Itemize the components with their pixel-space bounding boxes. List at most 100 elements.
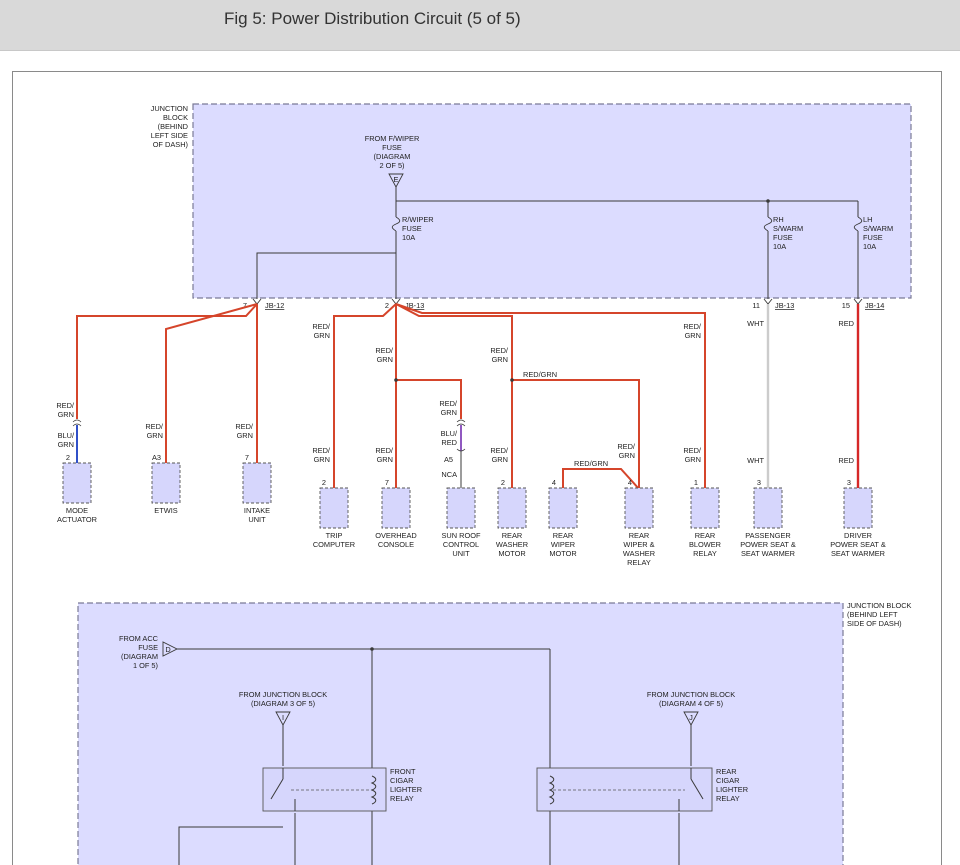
mode-actuator-label: MODE — [66, 506, 88, 515]
wire-label-trip-upper: RED/GRN — [312, 322, 331, 340]
passenger-power-seat-seat-warmer-box — [753, 487, 783, 529]
wire-label-mode-lower: BLU/GRN — [58, 431, 75, 449]
sun-roof-control-unit-label: UNIT — [452, 549, 470, 558]
sun-roof-control-unit-label: SUN ROOF — [441, 531, 480, 540]
label-line: 2 OF 5) — [379, 161, 404, 170]
label-line: REAR — [716, 767, 737, 776]
label-line: RED/ — [312, 322, 331, 331]
wire-label-sunroof-pin: A5 — [444, 455, 453, 464]
label-line: CIGAR — [716, 776, 739, 785]
trip-computer-label: COMPUTER — [313, 540, 355, 549]
terminal-marks — [252, 298, 863, 305]
label-line: (BEHIND — [158, 122, 188, 131]
label-line: RED/ — [683, 446, 702, 455]
lh-s-warm-fuse — [853, 216, 863, 232]
wire-label-blower-upper: RED/GRN — [683, 322, 702, 340]
page-title: Fig 5: Power Distribution Circuit (5 of … — [224, 9, 521, 28]
terminal-pin: 11 — [752, 301, 760, 310]
rear-blower-relay-label: BLOWER — [689, 540, 721, 549]
label-line: RED/ — [145, 422, 164, 431]
connector-e-icon — [388, 173, 404, 188]
wire-label-pass-lower: WHT — [747, 456, 764, 465]
terminal-ref: JB-13 — [775, 301, 794, 310]
wire-label-sunroof-mid: BLU/RED — [441, 429, 458, 447]
terminal-pin: 15 — [842, 301, 850, 310]
passenger-power-seat-seat-warmer-label: PASSENGER — [745, 531, 790, 540]
feed-j-label: FROM JUNCTION BLOCK(DIAGRAM 4 OF 5) — [647, 690, 735, 708]
driver-power-seat-seat-warmer-label: SEAT WARMER — [831, 549, 885, 558]
connector-i-letter: I — [282, 713, 284, 722]
splice-dot — [766, 199, 770, 203]
terminal-ref: JB-12 — [265, 301, 284, 310]
wire-label-sunroof-upper: RED/GRN — [439, 399, 458, 417]
label-line: (DIAGRAM — [121, 652, 158, 661]
terminal-ref: JB-14 — [865, 301, 884, 310]
intake-unit-label: INTAKE — [244, 506, 270, 515]
label-line: FRONT — [390, 767, 416, 776]
label-line: RED/ — [439, 399, 458, 408]
trip-computer-pin: 2 — [322, 478, 326, 487]
lower-block-wiring — [177, 648, 692, 865]
rear-blower-relay-label: REAR — [695, 531, 716, 540]
label-line: RED/ — [617, 442, 636, 451]
connector-e-letter: E — [394, 175, 399, 184]
mode-actuator-label: ACTUATOR — [57, 515, 97, 524]
rear-wiper-washer-relay-label: WASHER — [623, 549, 655, 558]
splice-dot — [370, 647, 374, 651]
connector-d-icon — [162, 641, 179, 657]
label-line: BLU/ — [58, 431, 75, 440]
label-line: S/WARM — [863, 224, 893, 233]
rear-wiper-motor-label: REAR — [553, 531, 574, 540]
overhead-console-label: CONSOLE — [378, 540, 414, 549]
passenger-power-seat-seat-warmer-label: SEAT WARMER — [741, 549, 795, 558]
etwis-box — [151, 462, 181, 504]
label-line: GRN — [685, 455, 701, 464]
label-line: BLU/ — [441, 429, 458, 438]
label-line: GRN — [685, 331, 701, 340]
r-wiper-fuse — [391, 216, 401, 232]
terminal-ref: JB-13 — [405, 301, 424, 310]
passenger-power-seat-seat-warmer-pin: 3 — [757, 478, 761, 487]
connector-d-letter: D — [165, 645, 170, 654]
feed-i-label: FROM JUNCTION BLOCK(DIAGRAM 3 OF 5) — [239, 690, 327, 708]
label-line: FUSE — [138, 643, 158, 652]
label-line: GRN — [237, 431, 253, 440]
components-group: 2MODEACTUATORA3ETWIS7INTAKEUNIT2TRIPCOMP… — [57, 453, 886, 567]
trip-computer-box — [319, 487, 349, 529]
wire-label-overhead-lower: RED/GRN — [375, 446, 394, 464]
rear-washer-motor-label: MOTOR — [498, 549, 525, 558]
rear-wiper-washer-relay-label: RELAY — [627, 558, 651, 567]
label-line: RH — [773, 215, 784, 224]
sun-roof-control-unit-box — [446, 487, 476, 529]
connector-j-icon — [683, 711, 699, 726]
label-line: 10A — [863, 242, 876, 251]
label-line: FROM F/WIPER — [365, 134, 420, 143]
label-line: GRN — [619, 451, 635, 460]
rear-wiper-washer-relay-label: REAR — [629, 531, 650, 540]
label-line: GRN — [314, 455, 330, 464]
rear-wiper-washer-relay-pin: 4 — [628, 478, 632, 487]
connector-i-icon — [275, 711, 291, 726]
wire-label-intake: RED/GRN — [235, 422, 254, 440]
wire-label-wiper-jumper: RED/GRN — [574, 459, 608, 468]
rear-blower-relay-pin: 1 — [694, 478, 698, 487]
wire-label-blower-lower: RED/GRN — [683, 446, 702, 464]
wire-label-sunroof-nca: NCA — [441, 470, 457, 479]
driver-power-seat-seat-warmer-pin: 3 — [847, 478, 851, 487]
label-line: FUSE — [402, 224, 422, 233]
label-line: RELAY — [716, 794, 740, 803]
red-grn-wires — [76, 303, 706, 490]
wire-label-driver-upper: RED — [838, 319, 854, 328]
terminal-pin: 7 — [243, 301, 247, 310]
label-line: 10A — [773, 242, 786, 251]
rear-cigar-lighter-relay — [536, 767, 713, 812]
